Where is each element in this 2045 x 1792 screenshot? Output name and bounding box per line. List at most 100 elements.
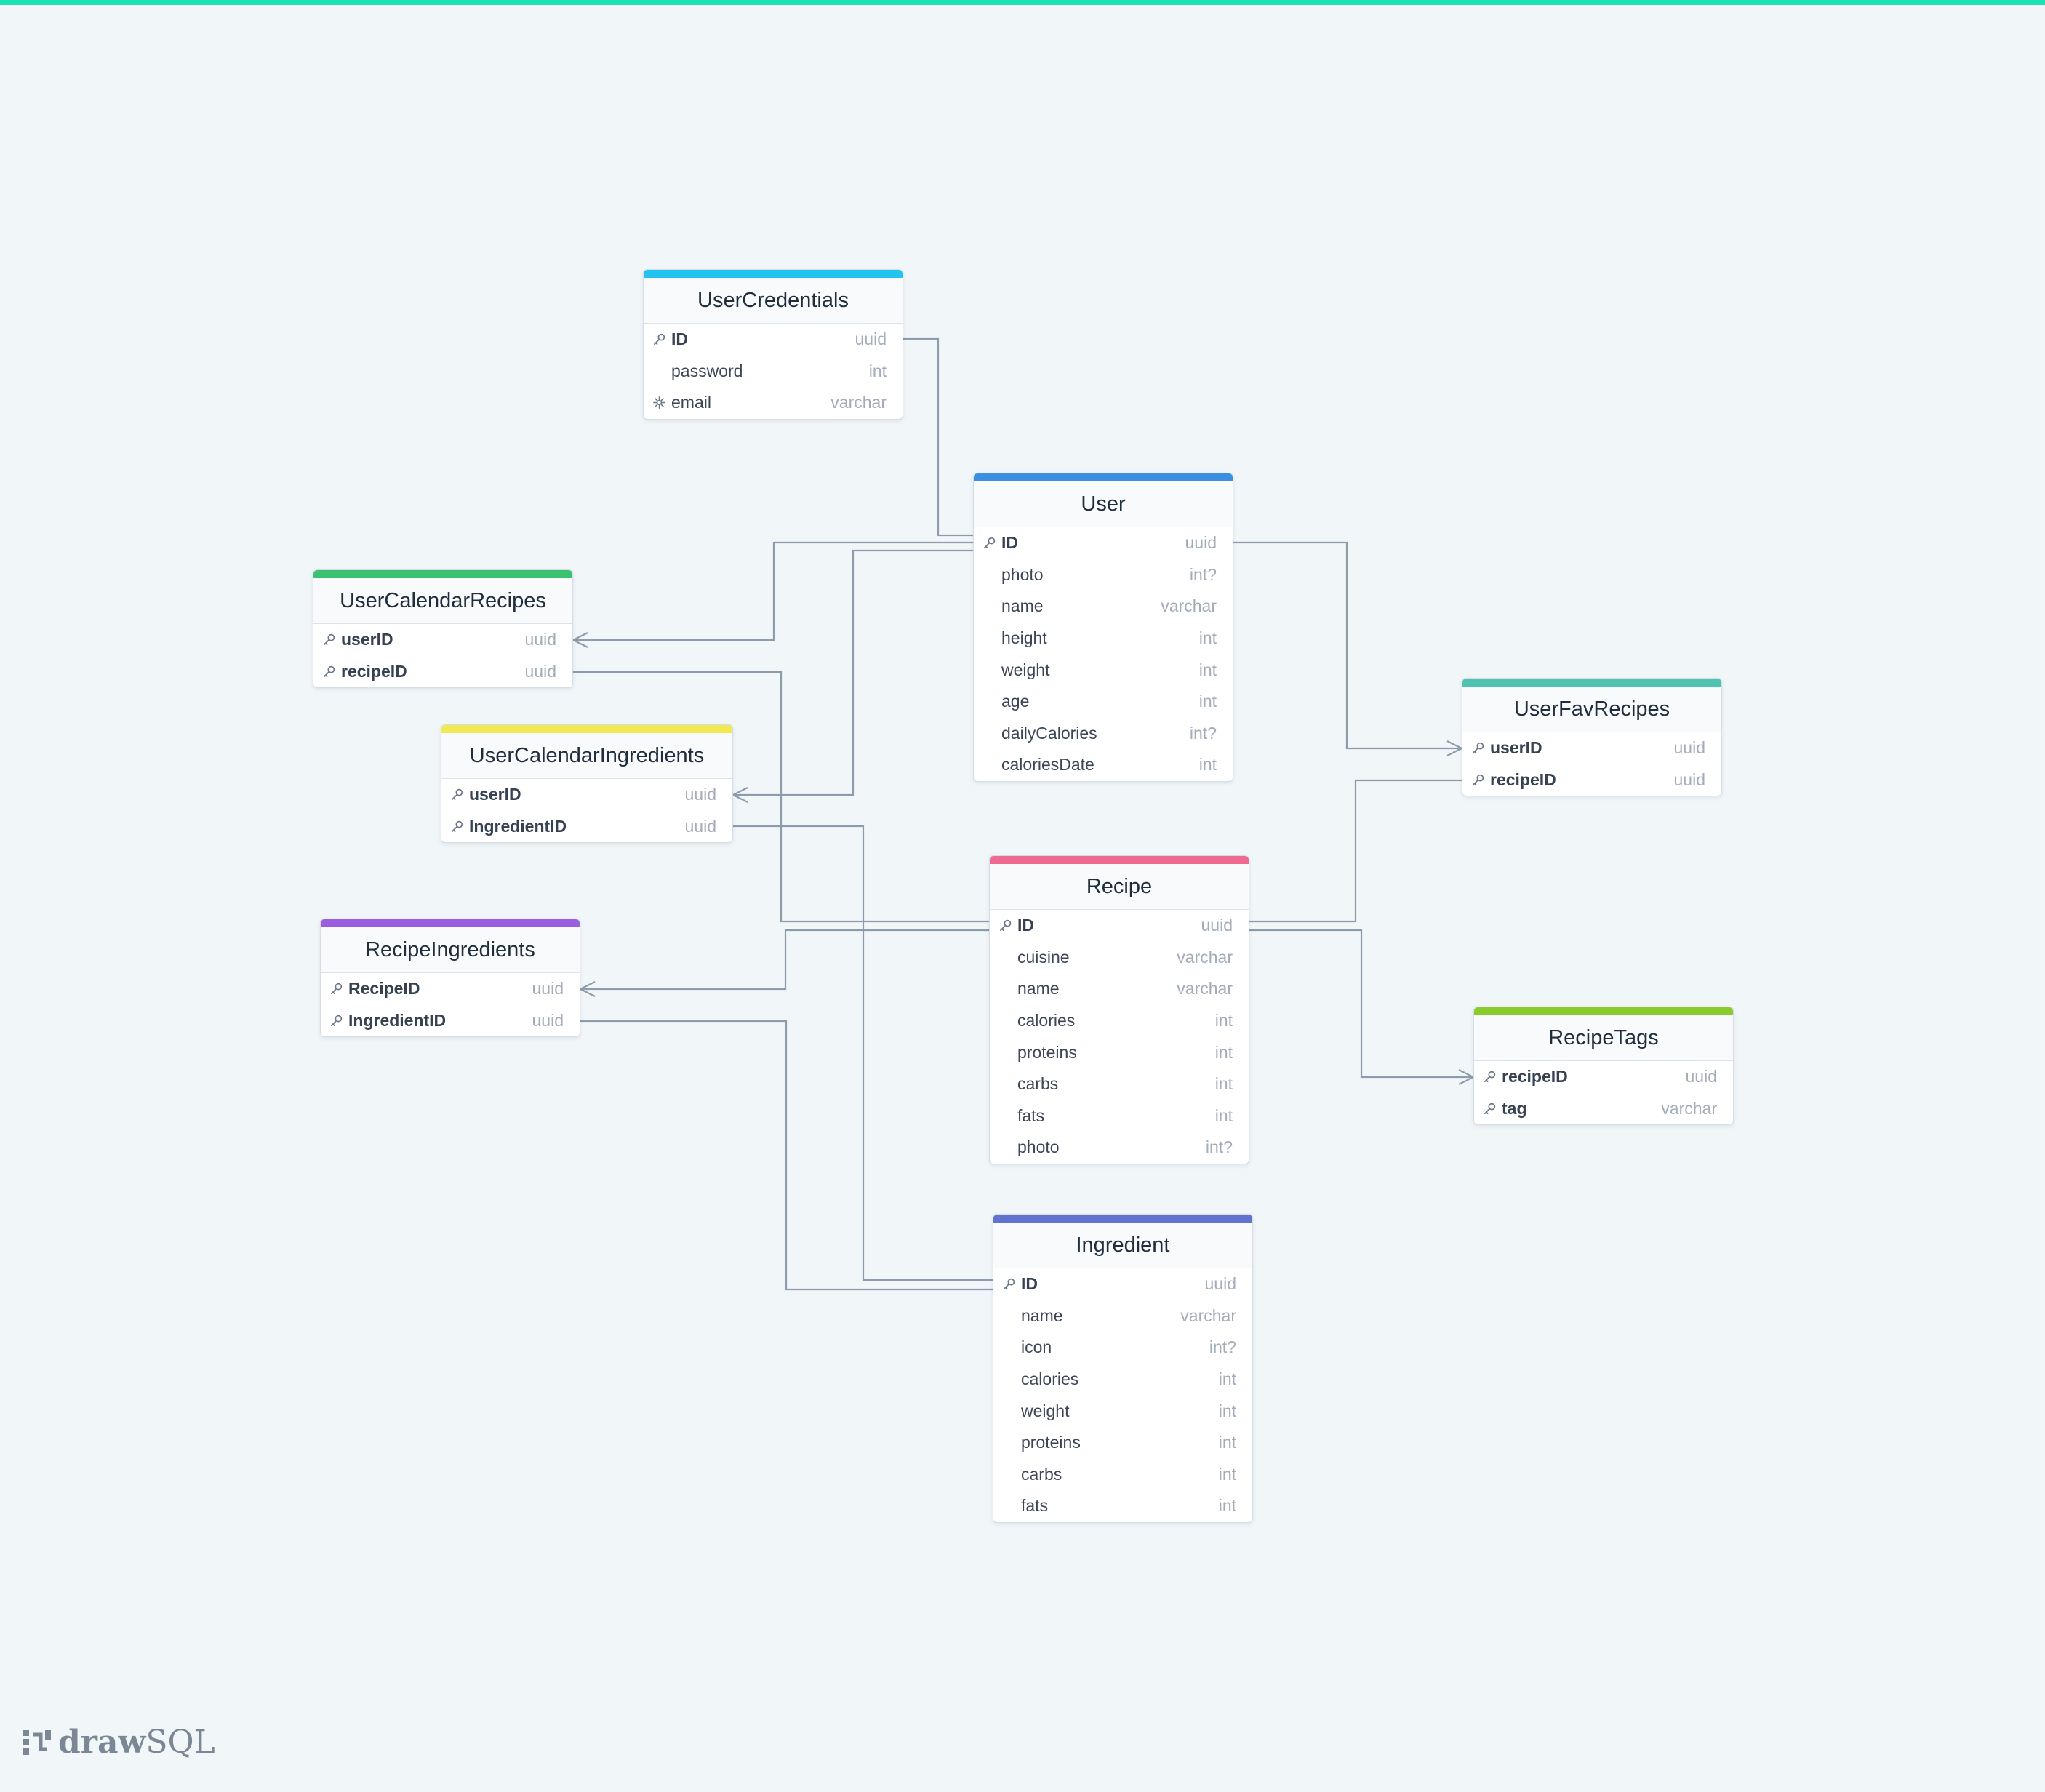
column-name: weight xyxy=(1001,660,1050,679)
key-icon xyxy=(999,919,1017,932)
table-color-bar xyxy=(974,473,1233,481)
column-name: ID xyxy=(1017,916,1034,935)
column-type: int xyxy=(868,361,887,380)
table-title[interactable]: RecipeIngredients xyxy=(321,927,580,973)
key-icon xyxy=(322,665,341,679)
column-name: cuisine xyxy=(1017,947,1070,967)
column-type: uuid xyxy=(855,329,887,349)
drawsql-logo[interactable]: draw SQL xyxy=(22,1724,215,1761)
table-color-bar xyxy=(321,919,580,927)
column-row[interactable]: RecipeID uuid xyxy=(321,973,580,1005)
column-name: tag xyxy=(1502,1098,1527,1118)
table-title[interactable]: RecipeTags xyxy=(1474,1015,1733,1061)
column-type: int? xyxy=(1189,723,1217,743)
table-title[interactable]: Recipe xyxy=(990,864,1249,910)
relation-recipe-usercalendarrecipes xyxy=(573,671,989,923)
relation-recipe-userfavrecipes xyxy=(1248,779,1462,923)
column-name: name xyxy=(1017,979,1060,999)
column-name: proteins xyxy=(1017,1042,1077,1062)
column-type: uuid xyxy=(532,979,564,999)
column-row[interactable]: weight int xyxy=(974,654,1233,686)
column-type: uuid xyxy=(1673,738,1705,758)
table-title[interactable]: UserCalendarRecipes xyxy=(313,578,572,624)
table-title[interactable]: UserFavRecipes xyxy=(1462,687,1721,732)
table-color-bar xyxy=(644,270,903,278)
table-color-bar xyxy=(990,856,1249,864)
table-title[interactable]: UserCalendarIngredients xyxy=(441,733,732,779)
table-title[interactable]: User xyxy=(974,481,1233,527)
column-name: recipeID xyxy=(341,661,407,681)
column-type: uuid xyxy=(1185,533,1217,553)
column-type: int xyxy=(1198,660,1217,679)
column-type: int? xyxy=(1189,564,1217,584)
crowfoot-recipetags-recipeid xyxy=(1458,1069,1474,1085)
key-icon xyxy=(329,1014,348,1028)
column-type: int? xyxy=(1209,1337,1236,1357)
column-row[interactable]: photo int? xyxy=(974,559,1233,591)
column-type: varchar xyxy=(1180,1305,1236,1325)
table-title[interactable]: Ingredient xyxy=(993,1223,1252,1268)
table-title[interactable]: UserCredentials xyxy=(644,278,903,324)
relation-recipe-recipeingredients xyxy=(580,929,989,991)
column-row[interactable]: userID uuid xyxy=(1462,732,1721,764)
column-type: uuid xyxy=(684,785,716,804)
column-type: int xyxy=(1198,755,1217,775)
column-type: int xyxy=(1198,692,1217,711)
column-row[interactable]: caloriesDate int xyxy=(974,749,1233,781)
column-type: varchar xyxy=(831,393,887,412)
column-name: photo xyxy=(1001,564,1044,584)
column-name: carbs xyxy=(1021,1464,1062,1484)
column-name: RecipeID xyxy=(348,979,420,999)
crowfoot-userfavrecipes-userid xyxy=(1446,740,1462,756)
table-color-bar xyxy=(313,570,572,578)
column-name: recipeID xyxy=(1502,1067,1568,1087)
column-name: age xyxy=(1001,692,1030,711)
column-type: int xyxy=(1218,1401,1236,1420)
column-name: IngredientID xyxy=(348,1010,447,1030)
column-name: userID xyxy=(1490,738,1542,758)
column-name: caloriesDate xyxy=(1001,755,1094,775)
column-row[interactable]: age int xyxy=(974,686,1233,718)
